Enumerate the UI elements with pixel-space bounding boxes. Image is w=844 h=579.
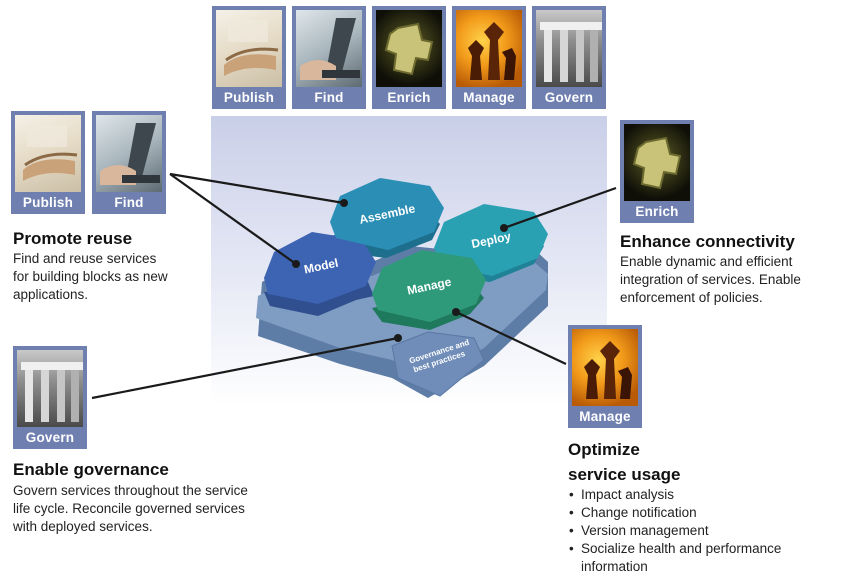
promote-line: Find and reuse services: [13, 251, 157, 266]
tile-enrich-top[interactable]: Enrich: [372, 6, 446, 109]
puzzle-piece-icon: [624, 124, 690, 201]
bullet-item: Change notification: [569, 504, 781, 522]
columns-icon: [536, 10, 602, 87]
tile-label: Find: [314, 90, 344, 105]
tile-manage-top[interactable]: Manage: [452, 6, 526, 109]
hex-manage: Manage: [372, 250, 486, 322]
optimize-bullets: Impact analysis Change notification Vers…: [569, 486, 781, 558]
line-manage-optimize: [455, 311, 567, 365]
tile-label: Govern: [25, 430, 75, 445]
tile-label: Manage: [579, 409, 631, 424]
laptop-typing-icon: [296, 10, 362, 87]
tile-label: Find: [114, 195, 144, 210]
tile-label: Publish: [22, 195, 74, 210]
line-govern-base: [91, 336, 399, 400]
connect-title: Enhance connectivity: [620, 232, 795, 251]
line-promote-assemble: [169, 172, 345, 205]
connect-line: integration of services. Enable: [620, 272, 801, 287]
tile-enrich-connect[interactable]: Enrich: [620, 120, 694, 223]
tile-label: Manage: [463, 90, 515, 105]
govern-line: Govern services throughout the service: [13, 483, 248, 498]
bullet-item: Socialize health and performance: [569, 540, 781, 558]
promote-line: for building blocks as new: [13, 269, 168, 284]
dot-model: [292, 260, 300, 268]
bullet-continuation: information: [581, 559, 648, 574]
connect-line: enforcement of policies.: [620, 290, 763, 305]
tile-publish-promote[interactable]: Publish: [11, 111, 85, 214]
tile-govern-top[interactable]: Govern: [532, 6, 606, 109]
tile-publish-top[interactable]: Publish: [212, 6, 286, 109]
dot-deploy: [500, 224, 508, 232]
hex-model: Model: [264, 232, 376, 304]
line-promote-model: [169, 173, 297, 265]
newspaper-icon: [15, 115, 81, 192]
connector-lines: [91, 172, 617, 400]
chess-pieces-icon: [572, 329, 638, 406]
bullet-item: Impact analysis: [569, 486, 781, 504]
puzzle-piece-icon: [376, 10, 442, 87]
tile-label: Govern: [544, 90, 594, 105]
promote-line: applications.: [13, 287, 89, 302]
dot-governance: [394, 334, 402, 342]
govern-title: Enable governance: [13, 460, 169, 479]
laptop-typing-icon: [96, 115, 162, 192]
tile-govern-governance[interactable]: Govern: [13, 346, 87, 449]
promote-title: Promote reuse: [13, 229, 133, 248]
connect-description: Enable dynamic and efficient integration…: [620, 253, 801, 307]
tile-manage-optimize[interactable]: Manage: [568, 325, 642, 428]
chess-pieces-icon: [456, 10, 522, 87]
tile-label: Enrich: [635, 204, 679, 219]
govern-description: Govern services throughout the service l…: [13, 482, 248, 536]
tile-find-promote[interactable]: Find: [92, 111, 166, 214]
dot-manage: [452, 308, 460, 316]
columns-icon: [17, 350, 83, 427]
dot-assemble: [340, 199, 348, 207]
optimize-title-line2: service usage: [568, 465, 681, 484]
tile-label: Enrich: [387, 90, 431, 105]
bullet-item: Version management: [569, 522, 781, 540]
optimize-title-line1: Optimize: [568, 440, 640, 459]
tile-label: Publish: [223, 90, 275, 105]
hex-governance: Governance and best practices: [391, 331, 485, 397]
govern-line: life cycle. Reconcile governed services: [13, 501, 245, 516]
govern-line: with deployed services.: [13, 519, 153, 534]
tile-find-top[interactable]: Find: [292, 6, 366, 109]
hex-assemble: Assemble: [330, 178, 444, 250]
promote-description: Find and reuse services for building blo…: [13, 250, 168, 304]
newspaper-icon: [216, 10, 282, 87]
connect-line: Enable dynamic and efficient: [620, 254, 793, 269]
line-enrich-deploy: [503, 186, 617, 230]
